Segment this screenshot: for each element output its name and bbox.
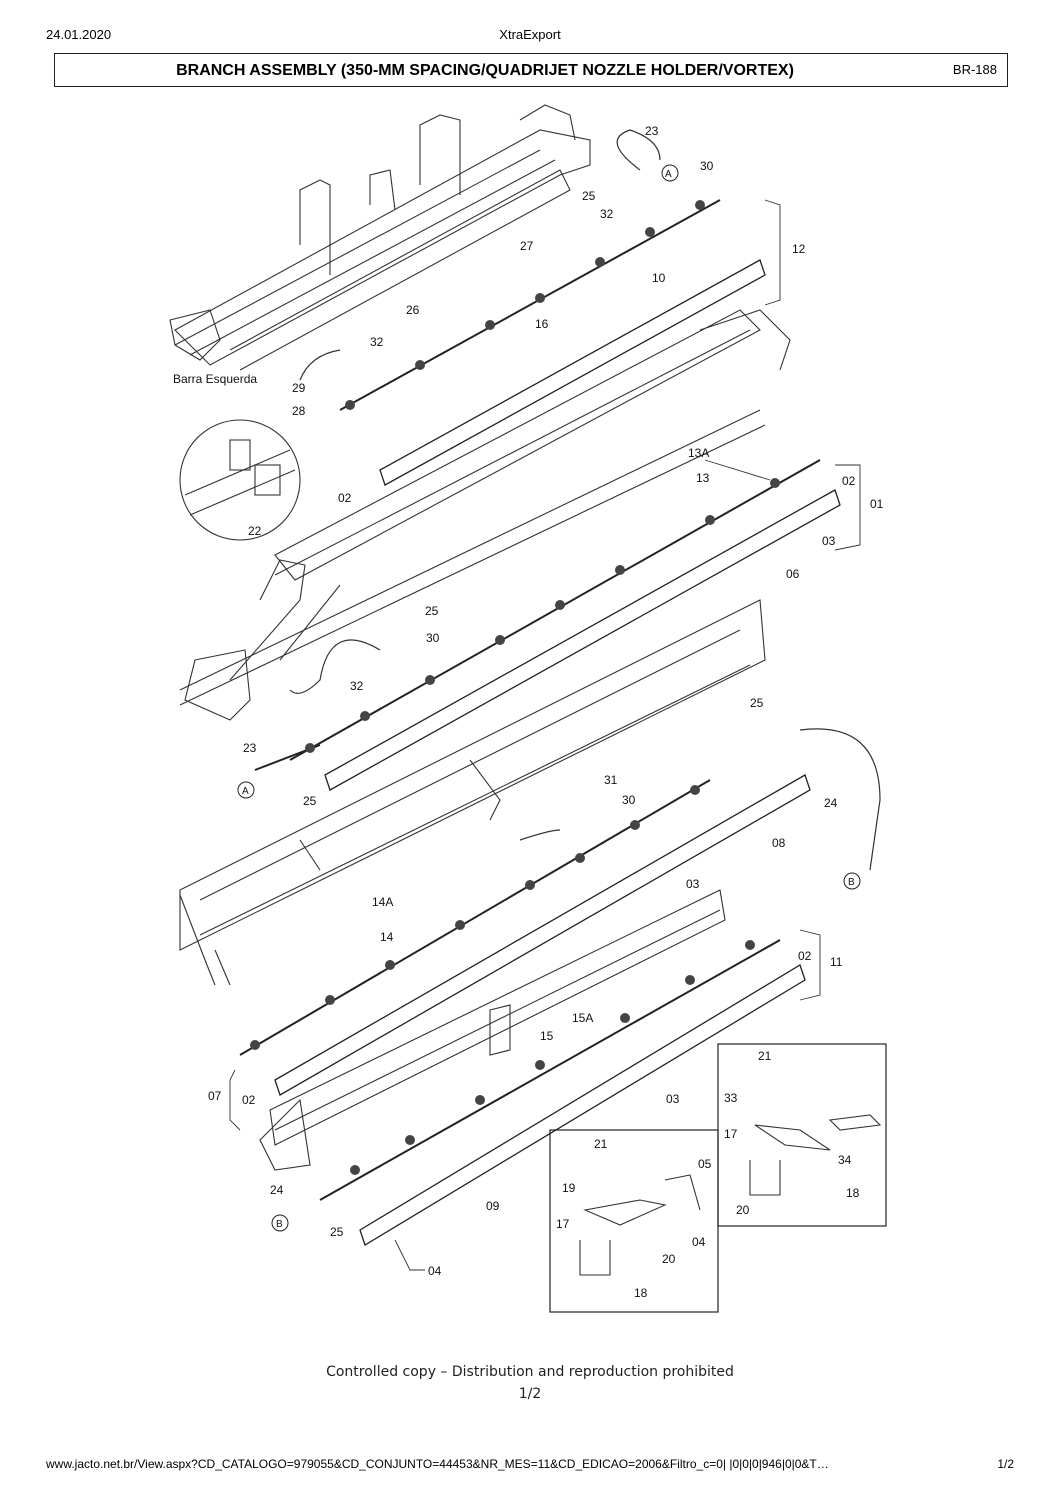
nozzle-holders [250,200,780,1175]
inset-label-33: 33 [724,1091,738,1105]
label-03: 03 [666,1092,680,1106]
label-03: 03 [686,877,700,891]
label-07: 07 [208,1089,222,1103]
label-a: A [242,786,249,797]
label-24: 24 [824,796,838,810]
inset-label-21: 21 [594,1137,608,1151]
label-13: 13 [696,471,710,485]
label-06: 06 [786,567,800,581]
label-32: 32 [370,335,384,349]
label-15: 15 [540,1029,554,1043]
header-app-name: XtraExport [499,27,561,42]
label-32: 32 [350,679,364,693]
label-02: 02 [242,1093,256,1107]
drawing-code: BR-188 [952,62,997,77]
label-09: 09 [486,1199,500,1213]
label-25: 25 [303,794,317,808]
label-a: A [665,169,672,180]
label-32: 32 [600,207,614,221]
label-02: 02 [842,474,856,488]
label-30: 30 [700,159,714,173]
label-14a: 14A [372,895,393,909]
inset-label-17: 17 [556,1217,570,1231]
label-16: 16 [535,317,549,331]
label-02: 02 [798,949,812,963]
label-25: 25 [425,604,439,618]
inset-label-21: 21 [758,1049,772,1063]
label-22: 22 [248,524,262,538]
inset-label-20: 20 [662,1252,676,1266]
inset-label-04: 04 [692,1235,706,1249]
inset-label-19: 19 [562,1181,576,1195]
inset-label-18: 18 [634,1286,648,1300]
label-13a: 13A [688,446,709,460]
detail-circle [179,419,301,541]
label-10: 10 [652,271,666,285]
label-26: 26 [406,303,420,317]
inset-label-18: 18 [846,1186,860,1200]
label-28: 28 [292,404,306,418]
label-14: 14 [380,930,394,944]
page-title: BRANCH ASSEMBLY (350-MM SPACING/QUADRIJE… [176,62,794,79]
label-31: 31 [604,773,618,787]
label-23: 23 [645,124,659,138]
exploded-parts-diagram: 23 30 25 32 A 12 27 10 26 16 32 29 28 Ba… [169,104,887,1313]
footer-notice: Controlled copy – Distribution and repro… [326,1364,734,1380]
label-29: 29 [292,381,306,395]
label-04: 04 [428,1264,442,1278]
footer-page: 1/2 [518,1386,542,1402]
label-30: 30 [426,631,440,645]
footer-page-count: 1/2 [997,1457,1014,1471]
label-27: 27 [520,239,534,253]
part-labels: 23 30 25 32 A 12 27 10 26 16 32 29 28 Ba… [173,124,884,1300]
leader-lines [229,199,861,1271]
label-24: 24 [270,1183,284,1197]
label-03: 03 [822,534,836,548]
label-30: 30 [622,793,636,807]
header-date: 24.01.2020 [46,27,112,42]
footer-url-link[interactable]: www.jacto.net.br/View.aspx?CD_CATALOGO=9… [46,1457,829,1471]
label-b: B [848,877,855,888]
side-label: Barra Esquerda [173,372,257,386]
nozzle-channels [274,259,841,1246]
label-25: 25 [750,696,764,710]
inset-label-17: 17 [724,1127,738,1141]
inset-label-20: 20 [736,1203,750,1217]
connector-markers [237,164,861,1232]
label-01: 01 [870,497,884,511]
label-15a: 15A [572,1011,593,1025]
inset-boxes [549,1043,887,1313]
inset-parts [579,1114,882,1276]
inset-label-05: 05 [698,1157,712,1171]
label-08: 08 [772,836,786,850]
label-12: 12 [792,242,806,256]
label-b: B [276,1219,283,1230]
title-box: BRANCH ASSEMBLY (350-MM SPACING/QUADRIJE… [54,53,1008,87]
label-11: 11 [830,955,843,969]
label-02: 02 [338,491,352,505]
hoses [289,129,881,871]
label-23: 23 [243,741,257,755]
inset-label-34: 34 [838,1153,852,1167]
frame-drawing [169,104,791,1171]
label-25: 25 [582,189,596,203]
label-25: 25 [330,1225,344,1239]
